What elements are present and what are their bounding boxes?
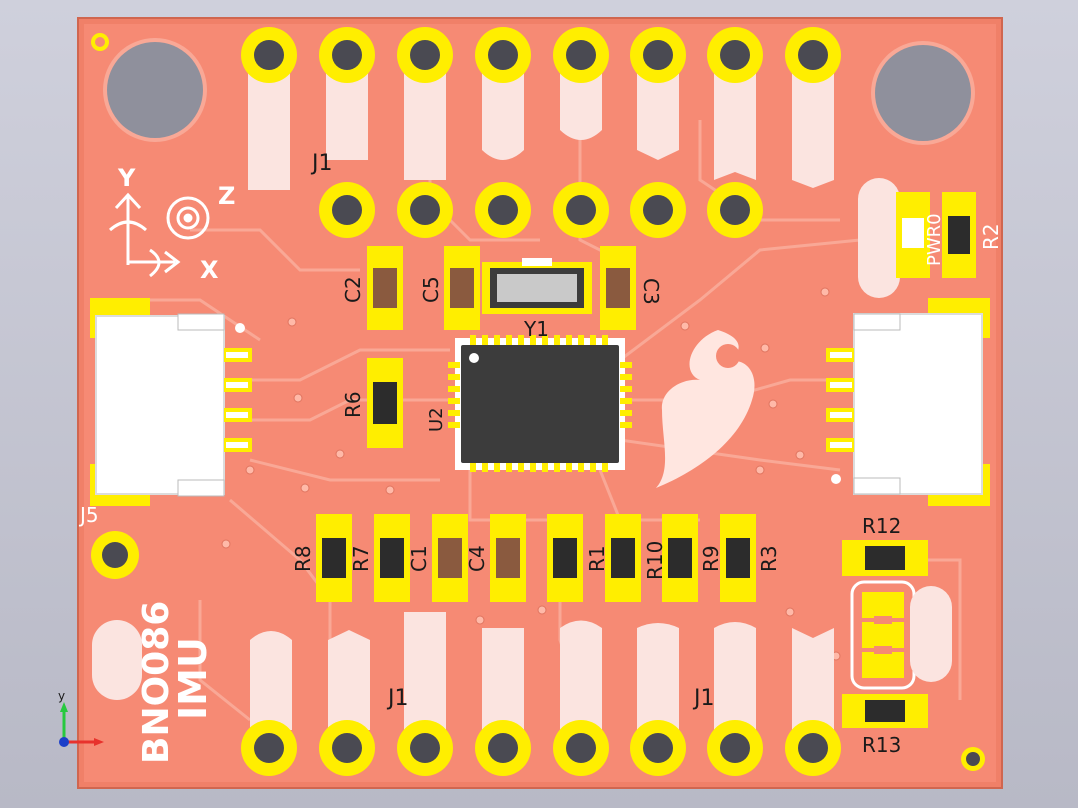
pin-left-j5 <box>91 531 139 579</box>
label-r3: R3 <box>757 545 781 572</box>
label-r1: R1 <box>585 545 609 572</box>
label-j1-bottom: J1 <box>386 686 409 711</box>
label-j5: J5 <box>78 503 99 527</box>
silkscreen-labels: J1 J1 J1 J5 Y1 U2 C2 C5 C3 R6 R8 R7 C1 C… <box>58 151 1003 764</box>
bottom-header-silk <box>92 612 834 730</box>
label-c4: C4 <box>465 545 489 572</box>
header-pins-top <box>241 27 841 83</box>
label-r9: R9 <box>699 545 723 572</box>
resistor-r6 <box>367 358 403 448</box>
label-axis-z: Z <box>218 182 235 210</box>
label-r10: R10 <box>643 541 667 580</box>
label-r13: R13 <box>862 733 901 757</box>
label-r12: R12 <box>862 514 901 538</box>
label-c3: C3 <box>639 278 663 305</box>
chip-u2 <box>448 335 632 472</box>
header-pins-bottom <box>241 720 841 776</box>
label-axis-x: X <box>200 256 219 284</box>
label-imu: IMU <box>171 637 215 720</box>
capacitors-top <box>367 246 636 330</box>
label-y1: Y1 <box>523 317 549 341</box>
crystal-y1 <box>482 258 592 314</box>
label-c5: C5 <box>419 276 443 303</box>
top-header-silk <box>248 70 834 190</box>
flame-logo-icon <box>656 330 755 488</box>
pwr-led-r2 <box>858 178 976 298</box>
label-c1: C1 <box>407 545 431 572</box>
header-pins-second <box>319 182 763 238</box>
connector-right <box>826 298 990 506</box>
connector-j5 <box>90 298 252 506</box>
label-j1-bottom-right: J1 <box>692 686 715 711</box>
jumper-pads <box>850 580 952 690</box>
label-pwr0: PWR0 <box>924 213 945 266</box>
label-c2: C2 <box>341 276 365 303</box>
label-axis-y: Y <box>117 164 136 192</box>
label-u2: U2 <box>426 407 447 432</box>
component-row-bottom <box>316 514 756 602</box>
mounting-holes <box>91 33 985 771</box>
label-r6: R6 <box>341 391 365 418</box>
corner-axis-triad-icon <box>59 702 104 747</box>
label-bno: BNO086 <box>136 601 177 764</box>
label-corner-axis-y: y <box>58 689 65 703</box>
xyz-axis-icon <box>109 192 210 278</box>
label-r2: R2 <box>979 223 1003 250</box>
label-j1-top: J1 <box>310 151 333 176</box>
label-r8: R8 <box>291 545 315 572</box>
resistors-r12-r13 <box>842 540 928 728</box>
label-r7: R7 <box>349 545 373 572</box>
